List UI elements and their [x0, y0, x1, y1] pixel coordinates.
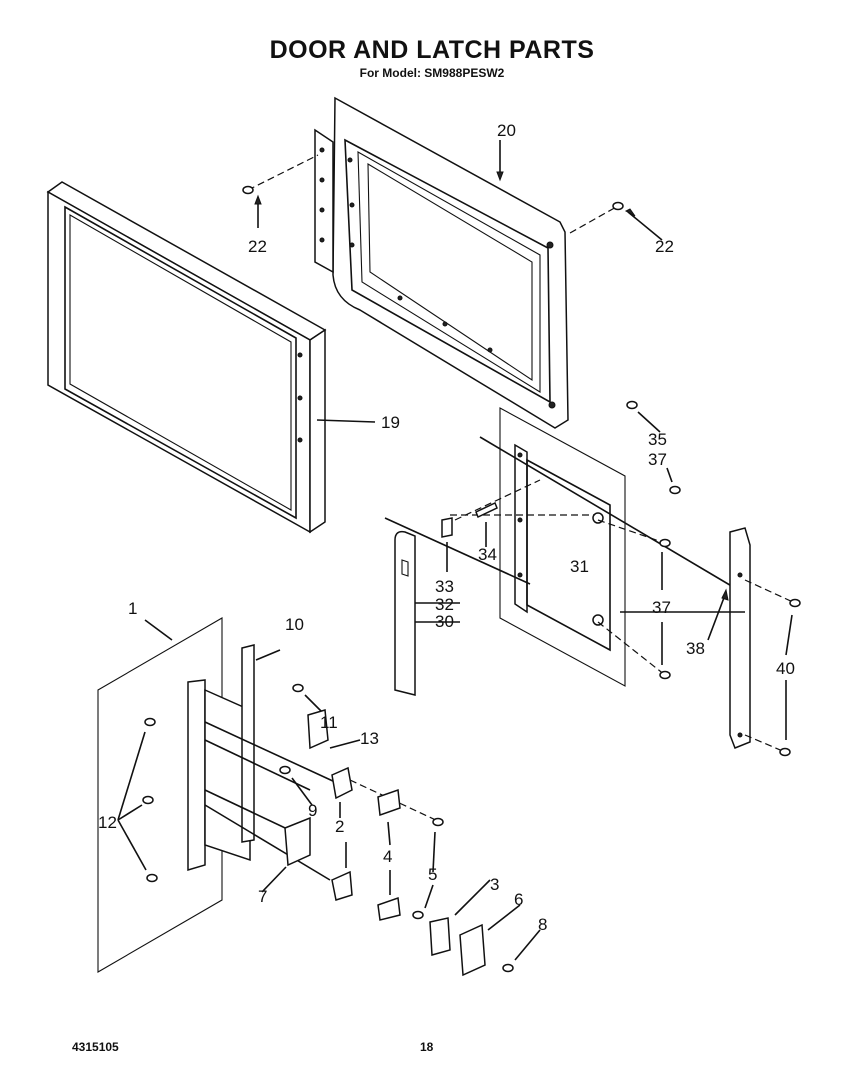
interlock-switch-part-3	[429, 879, 491, 956]
callout-38: 38	[686, 639, 705, 658]
door-handle-part-32	[394, 530, 460, 696]
page-title: DOOR AND LATCH PARTS	[269, 36, 595, 64]
callout-37-mid: 37	[652, 598, 671, 617]
screws-part-40	[744, 579, 801, 757]
callout-34: 34	[478, 545, 497, 564]
callout-3: 3	[490, 875, 499, 894]
callout-5: 5	[428, 865, 437, 884]
screw-part-34	[454, 479, 541, 547]
screw-part-11	[292, 683, 323, 713]
switch-bracket-part-13	[307, 709, 361, 750]
latch-assembly-part-1	[97, 617, 336, 973]
callout-10: 10	[285, 615, 304, 634]
switch-bracket-part-6	[459, 904, 521, 977]
door-panel-part-30	[384, 407, 746, 687]
switch-actuator-part-4	[377, 788, 401, 921]
callout-35: 35	[648, 430, 667, 449]
screws-part-12	[117, 717, 158, 883]
screw-part-8	[502, 929, 541, 973]
callout-13: 13	[360, 729, 379, 748]
callout-32: 32	[435, 595, 454, 614]
callout-31: 31	[570, 557, 589, 576]
callout-9: 9	[308, 801, 317, 820]
callout-8: 8	[538, 915, 547, 934]
callout-6: 6	[514, 890, 523, 909]
screw-part-35	[626, 400, 681, 495]
callout-33: 33	[435, 577, 454, 596]
callout-20: 20	[497, 121, 516, 140]
latch-cam-part-2	[331, 766, 441, 901]
callout-4: 4	[383, 847, 392, 866]
screws-part-37	[597, 519, 745, 680]
inner-door-panel-part-20	[314, 96, 569, 429]
latch-plate-part-7	[261, 816, 311, 893]
latch-hook-part-33	[441, 517, 453, 572]
document-number: 4315105	[72, 1040, 119, 1054]
callout-22-left: 22	[248, 237, 267, 256]
callout-19: 19	[381, 413, 400, 432]
screw-part-22-right	[569, 201, 663, 241]
callout-37-top: 37	[648, 450, 667, 469]
callout-12: 12	[98, 813, 117, 832]
callout-30: 30	[435, 612, 454, 631]
callout-7: 7	[258, 887, 267, 906]
callout-11: 11	[320, 713, 338, 732]
door-trim-part-38	[707, 527, 751, 749]
callout-22-right: 22	[655, 237, 674, 256]
screw-part-22-left	[242, 154, 319, 228]
callout-2: 2	[335, 817, 344, 836]
screws-part-5	[412, 817, 444, 920]
page-number: 18	[420, 1040, 434, 1054]
callout-40: 40	[776, 659, 795, 678]
screw-part-9	[279, 765, 313, 806]
model-subtitle: For Model: SM988PESW2	[359, 66, 505, 80]
callout-1: 1	[128, 599, 137, 618]
door-frame-part-19	[46, 181, 376, 534]
